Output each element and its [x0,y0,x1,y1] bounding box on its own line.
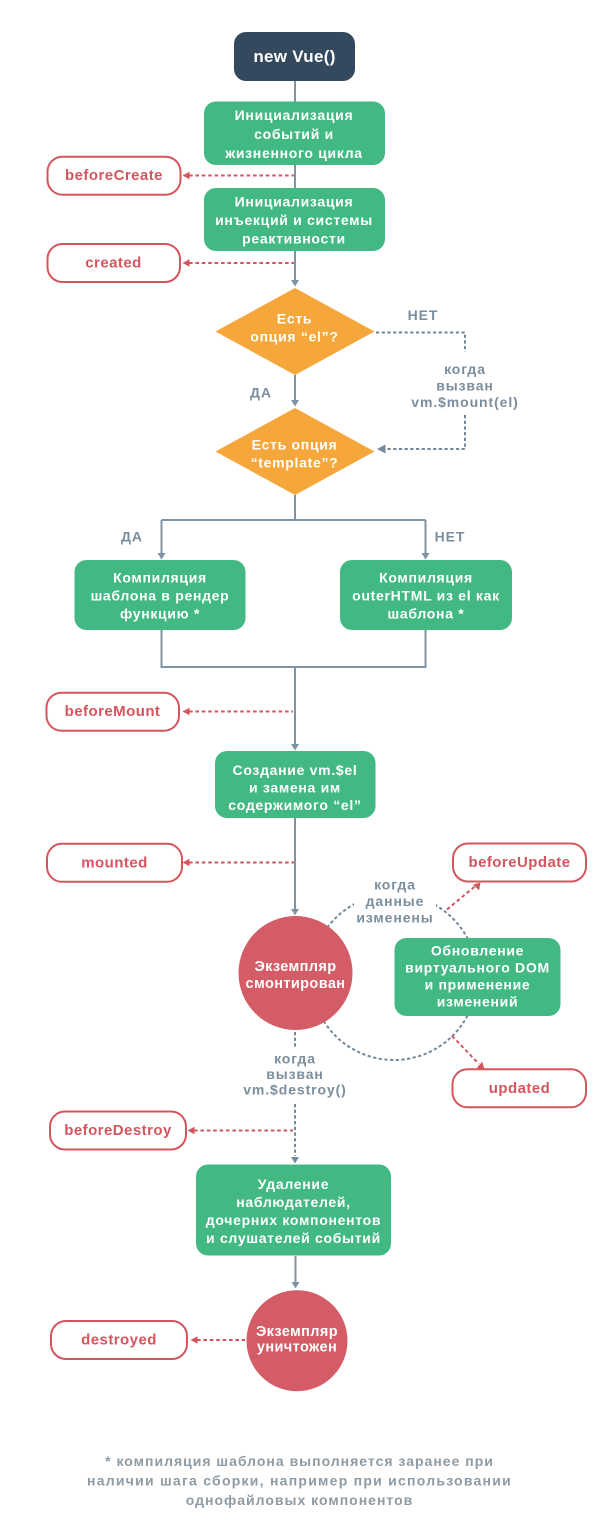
svg-text:Компиляция: Компиляция [113,570,207,586]
svg-text:когда: когда [444,361,486,377]
svg-text:жизненного цикла: жизненного цикла [224,145,363,161]
svg-text:и слушателей событий: и слушателей событий [206,1230,381,1246]
svg-text:шаблона *: шаблона * [388,606,465,622]
svg-text:наблюдателей,: наблюдателей, [236,1194,351,1210]
svg-text:Удаление: Удаление [258,1176,329,1192]
svg-text:Экземпляр: Экземпляр [256,1324,338,1340]
svg-text:однофайловых компонентов: однофайловых компонентов [186,1492,414,1508]
svg-text:изменений: изменений [437,994,519,1010]
svg-text:updated: updated [489,1080,550,1097]
svg-text:данные: данные [366,893,425,909]
svg-text:destroyed: destroyed [81,1332,157,1349]
svg-text:new Vue(): new Vue() [253,47,335,66]
svg-text:Создание vm.$el: Создание vm.$el [233,762,358,778]
svg-text:инъекций и системы: инъекций и системы [215,212,373,228]
svg-text:когда: когда [274,1051,316,1067]
svg-text:Инициализация: Инициализация [235,107,354,123]
svg-text:виртуального DOM: виртуального DOM [405,960,550,976]
svg-text:и замена им: и замена им [249,780,341,796]
svg-text:beforeMount: beforeMount [65,703,161,720]
svg-text:ДА: ДА [121,529,143,545]
svg-text:vm.$destroy(): vm.$destroy() [243,1082,347,1098]
svg-text:Обновление: Обновление [431,943,524,959]
svg-text:уничтожен: уничтожен [257,1340,337,1356]
svg-text:vm.$mount(el): vm.$mount(el) [411,394,518,410]
svg-text:шаблона в рендер: шаблона в рендер [91,588,230,604]
svg-text:Есть опция: Есть опция [252,437,338,453]
svg-text:beforeCreate: beforeCreate [65,167,163,184]
svg-text:ДА: ДА [250,385,272,401]
svg-text:вызван: вызван [266,1066,324,1082]
svg-text:содержимого “el”: содержимого “el” [228,797,361,813]
svg-text:beforeUpdate: beforeUpdate [468,854,570,871]
svg-text:beforeDestroy: beforeDestroy [64,1122,172,1139]
svg-text:когда: когда [374,877,416,893]
svg-text:mounted: mounted [81,854,147,871]
svg-text:created: created [85,255,142,272]
svg-text:событий и: событий и [254,126,334,142]
svg-text:* компиляция шаблона выполняет: * компиляция шаблона выполняется заранее… [105,1453,494,1469]
svg-text:функцию *: функцию * [120,606,200,622]
svg-text:дочерних компонентов: дочерних компонентов [206,1212,381,1228]
svg-text:НЕТ: НЕТ [408,307,439,323]
svg-text:опция “el”?: опция “el”? [250,329,338,345]
svg-text:Есть: Есть [277,311,312,327]
svg-text:Компиляция: Компиляция [379,570,473,586]
svg-text:наличии шага сборки, например: наличии шага сборки, например при исполь… [87,1473,512,1489]
svg-text:НЕТ: НЕТ [435,529,466,545]
svg-text:вызван: вызван [436,378,494,394]
svg-text:“template”?: “template”? [251,455,339,471]
svg-text:изменены: изменены [356,910,433,926]
svg-text:outerHTML из el как: outerHTML из el как [352,588,500,604]
svg-text:реактивности: реактивности [242,231,346,247]
svg-text:Инициализация: Инициализация [235,194,354,210]
svg-text:и применение: и применение [425,977,531,993]
svg-text:Экземпляр: Экземпляр [254,959,336,975]
svg-text:смонтирован: смонтирован [246,976,346,992]
